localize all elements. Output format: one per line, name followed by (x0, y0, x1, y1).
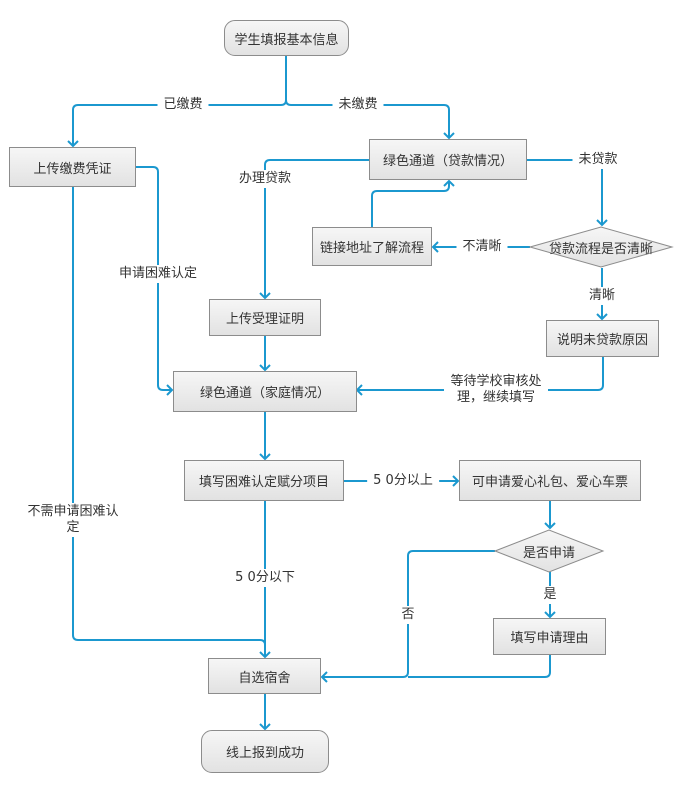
edge-label-clear: 清晰 (582, 287, 622, 305)
node-apply-gifts[interactable]: 可申请爱心礼包、爱心车票 (459, 460, 641, 501)
edge-label-below-50: 5 0分以下 (229, 569, 301, 587)
edge-label-handle-loan: 办理贷款 (232, 170, 298, 188)
edge-label-unclear: 不清晰 (456, 238, 508, 256)
node-link-process[interactable]: 链接地址了解流程 (312, 227, 432, 266)
arrowhead (431, 241, 439, 253)
node-green-channel-loan[interactable]: 绿色通道（贷款情况） (369, 139, 527, 180)
edge-label-above-50: 5 0分以上 (367, 472, 439, 490)
edge-label-no: 否 (395, 606, 421, 624)
arrowhead (166, 384, 174, 396)
edge-label-paid: 已缴费 (157, 96, 209, 114)
arrowhead (443, 179, 455, 187)
edge-label-no-loan: 未贷款 (572, 151, 624, 169)
node-fill-reason[interactable]: 填写申请理由 (493, 618, 606, 655)
arrowhead (259, 723, 271, 731)
connector-upload-receipt-to-choose-dorm (72, 187, 266, 657)
decision-whether-apply[interactable]: 是否申请 (522, 545, 575, 561)
arrowhead (259, 651, 271, 659)
decision-whether-apply-shape (493, 529, 605, 573)
arrowhead (355, 384, 363, 396)
arrowhead (259, 453, 271, 461)
connector-green-loan-to-diamond (527, 159, 603, 225)
arrowhead (320, 671, 328, 683)
node-success[interactable]: 线上报到成功 (201, 730, 329, 773)
edge-label-yes: 是 (537, 586, 563, 604)
edge-label-apply-difficulty: 申请困难认定 (112, 265, 204, 283)
arrowhead (259, 364, 271, 372)
node-choose-dorm[interactable]: 自选宿舍 (208, 658, 321, 694)
arrowhead (544, 522, 556, 530)
node-green-channel-family[interactable]: 绿色通道（家庭情况） (173, 371, 357, 412)
arrowhead (596, 219, 608, 227)
connector-fill-reason-to-choose-dorm (408, 655, 551, 678)
arrowhead (67, 140, 79, 148)
arrowhead (544, 611, 556, 619)
node-explain-no-loan[interactable]: 说明未贷款原因 (546, 320, 659, 357)
connector-link-process-to-green-loan (371, 181, 450, 227)
connector-explain-to-green-family (357, 357, 604, 391)
node-upload-acceptance[interactable]: 上传受理证明 (209, 299, 321, 336)
edge-label-unpaid: 未缴费 (332, 96, 384, 114)
connector-green-loan-to-upload-acceptance (264, 159, 369, 298)
decision-loan-process-clear-shape (528, 226, 674, 268)
edge-label-wait-review: 等待学校审核处理，继续填写 (444, 373, 548, 407)
arrowhead (452, 475, 460, 487)
arrowhead (596, 313, 608, 321)
node-fill-difficulty-items[interactable]: 填写困难认定赋分项目 (184, 460, 344, 501)
decision-loan-process-clear[interactable]: 贷款流程是否清晰 (548, 241, 653, 257)
node-start[interactable]: 学生填报基本信息 (224, 20, 349, 56)
node-upload-receipt[interactable]: 上传缴费凭证 (9, 147, 136, 187)
arrowhead (259, 292, 271, 300)
edge-label-no-need-difficulty: 不需申请困难认定 (21, 503, 125, 537)
arrowhead (443, 132, 455, 140)
